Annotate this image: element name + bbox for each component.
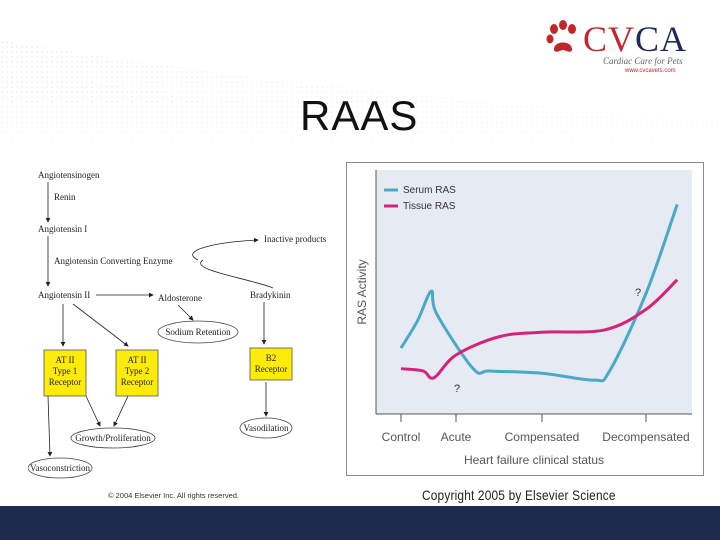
- arc-bradykinin-to-inactive: [200, 259, 274, 289]
- b2-line1: B2: [266, 353, 277, 363]
- slide-title: RAAS: [300, 92, 419, 139]
- cvca-logo[interactable]: CVCA Cardiac Care for Pets www.cvcavets.…: [545, 18, 695, 80]
- at2-receptor-box: [115, 349, 159, 397]
- legend-label-serum: Serum RAS: [403, 185, 456, 196]
- logo-ca: CA: [635, 19, 688, 59]
- legend-label-tissue: Tissue RAS: [403, 201, 456, 212]
- logo-wordmark: CVCA: [583, 18, 687, 60]
- node-inactive-products: Inactive products: [264, 234, 327, 244]
- arrow-aldosterone-to-sodium: [177, 304, 194, 321]
- arrow-at1-to-vasoconstriction: [47, 395, 53, 457]
- vasoconstriction-oval: [28, 457, 93, 479]
- at1-line2: Type 1: [53, 366, 78, 376]
- raas-pathway-diagram: Angiotensinogen Renin Angiotensin I Angi…: [28, 170, 327, 479]
- vasodilation-oval: [239, 417, 293, 439]
- y-axis-label: RAS Activity: [355, 259, 369, 324]
- arrow-angii-to-at2: [72, 303, 129, 347]
- ras-activity-chart: Serum RAS Tissue RAS RAS Activity Contro…: [346, 162, 704, 476]
- node-sodium-retention: Sodium Retention: [165, 327, 231, 337]
- x-tick-label-decompensated: Decompensated: [602, 430, 689, 444]
- series-line-tissue-ras: [400, 278, 679, 380]
- logo-url[interactable]: www.cvcavets.com: [625, 68, 676, 74]
- node-ace: Angiotensin Converting Enzyme: [54, 256, 172, 266]
- x-tick-label-compensated: Compensated: [505, 430, 580, 444]
- diagram-copyright: © 2004 Elsevier Inc. All rights reserved…: [108, 491, 240, 500]
- node-aldosterone: Aldosterone: [158, 293, 202, 303]
- at2-line1: AT II: [127, 355, 146, 365]
- at2-line3: Receptor: [121, 377, 153, 387]
- annotation-acute-question: ?: [454, 383, 460, 395]
- node-vasoconstriction: Vasoconstriction: [30, 463, 90, 473]
- x-tick-label-control: Control: [382, 430, 421, 444]
- annotation-decompensated-question: ?: [635, 287, 641, 299]
- node-growth: Growth/Proliferation: [75, 433, 151, 443]
- x-tick-labels: Control Acute Compensated Decompensated: [382, 430, 690, 444]
- chart-copyright: Copyright 2005 by Elsevier Science: [422, 487, 616, 503]
- at1-receptor-box: [43, 349, 87, 397]
- node-angiotensin-ii: Angiotensin II: [38, 290, 90, 300]
- at1-line1: AT II: [55, 355, 74, 365]
- node-renin: Renin: [54, 192, 76, 202]
- b2-line2: Receptor: [255, 364, 287, 374]
- legend: Serum RAS Tissue RAS: [384, 185, 456, 212]
- b2-receptor-box: [249, 347, 293, 381]
- series-line-serum-ras: [399, 204, 679, 383]
- node-bradykinin: Bradykinin: [250, 290, 291, 300]
- node-angiotensinogen: Angiotensinogen: [38, 170, 100, 180]
- node-vasodilation: Vasodilation: [244, 423, 289, 433]
- at1-line3: Receptor: [49, 377, 81, 387]
- sodium-retention-oval: [157, 320, 239, 344]
- paw-icon: [546, 20, 576, 52]
- growth-oval: [70, 427, 156, 449]
- x-axis-ticks: [400, 414, 647, 422]
- dotted-background: [0, 0, 720, 160]
- x-axis-label: Heart failure clinical status: [464, 453, 604, 467]
- series-lines: [399, 204, 679, 383]
- logo-tagline: Cardiac Care for Pets: [603, 56, 683, 66]
- arrow-at2-to-growth: [113, 395, 129, 427]
- arrow-ace-to-inactive: [192, 237, 259, 261]
- logo-cv: CV: [583, 19, 636, 59]
- arrow-at1-to-growth: [85, 395, 101, 427]
- at2-line2: Type 2: [125, 366, 150, 376]
- node-angiotensin-i: Angiotensin I: [38, 224, 87, 234]
- x-tick-label-acute: Acute: [441, 430, 472, 444]
- footer-bar: [0, 506, 720, 540]
